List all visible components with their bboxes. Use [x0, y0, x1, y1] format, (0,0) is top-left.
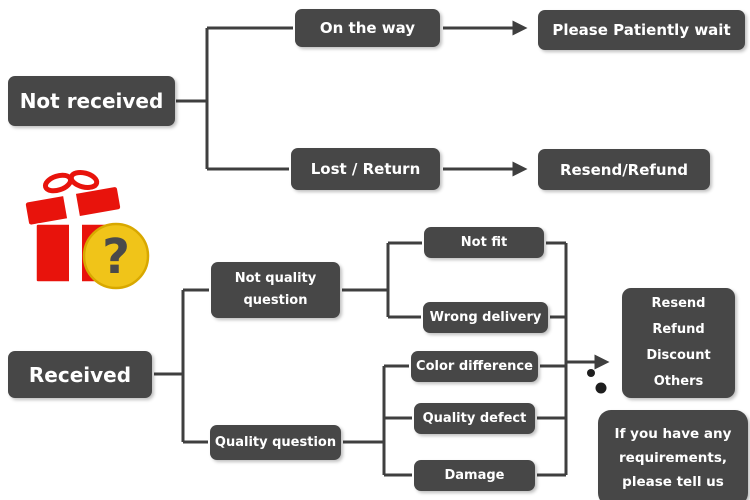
node-label: Please Patiently wait: [552, 21, 731, 39]
node-label-line: Not quality: [234, 270, 317, 286]
node-color-difference: Color difference: [411, 351, 538, 382]
node-label-line: If you have any: [614, 425, 732, 442]
node-label-line: Others: [653, 374, 704, 389]
node-label-line: requirements,: [619, 449, 727, 466]
received-bracket: [154, 288, 209, 444]
node-label: Damage: [444, 468, 505, 483]
node-resend-refund: Resend/Refund: [538, 149, 710, 190]
node-outcomes: Resend Refund Discount Others: [622, 288, 735, 398]
node-damage: Damage: [414, 460, 535, 491]
node-label: Received: [28, 362, 132, 387]
node-received: Received: [8, 351, 152, 398]
node-wrong-delivery: Wrong delivery: [423, 302, 548, 333]
node-lost-return: Lost / Return: [291, 148, 440, 190]
node-label-line: Refund: [652, 322, 705, 337]
not-received-bracket: [176, 26, 293, 171]
node-label-line: question: [243, 293, 308, 308]
gift-bow-icon: [42, 170, 100, 194]
gift-icon: ?: [24, 170, 150, 290]
node-requirements: If you have any requirements, please tel…: [598, 410, 748, 500]
node-label: Quality defect: [422, 411, 527, 426]
not-quality-bracket: [342, 241, 422, 319]
thought-dots: [587, 369, 607, 394]
node-quality-question: Quality question: [210, 425, 341, 460]
node-please-patiently-wait: Please Patiently wait: [538, 10, 745, 50]
node-not-quality-question: Not quality question: [211, 262, 340, 318]
node-on-the-way: On the way: [295, 9, 440, 47]
question-mark-icon: ?: [82, 222, 150, 290]
node-label: Wrong delivery: [429, 310, 542, 325]
svg-text:?: ?: [102, 229, 130, 285]
node-label: Not fit: [460, 235, 508, 250]
node-label-line: Resend: [651, 296, 706, 311]
node-label: Not received: [19, 89, 164, 113]
node-quality-defect: Quality defect: [414, 403, 535, 434]
merge-bracket: [537, 241, 568, 477]
node-label: Color difference: [416, 359, 533, 374]
node-label: On the way: [319, 19, 416, 37]
node-label-line: please tell us: [622, 474, 724, 491]
node-label-line: Discount: [646, 348, 711, 363]
node-label: Quality question: [214, 435, 337, 450]
node-not-fit: Not fit: [424, 227, 544, 258]
node-label: Resend/Refund: [559, 160, 689, 179]
gift-lid-icon: [24, 185, 122, 227]
node-label: Lost / Return: [310, 160, 421, 178]
node-not-received: Not received: [8, 76, 175, 126]
quality-bracket: [343, 364, 412, 477]
